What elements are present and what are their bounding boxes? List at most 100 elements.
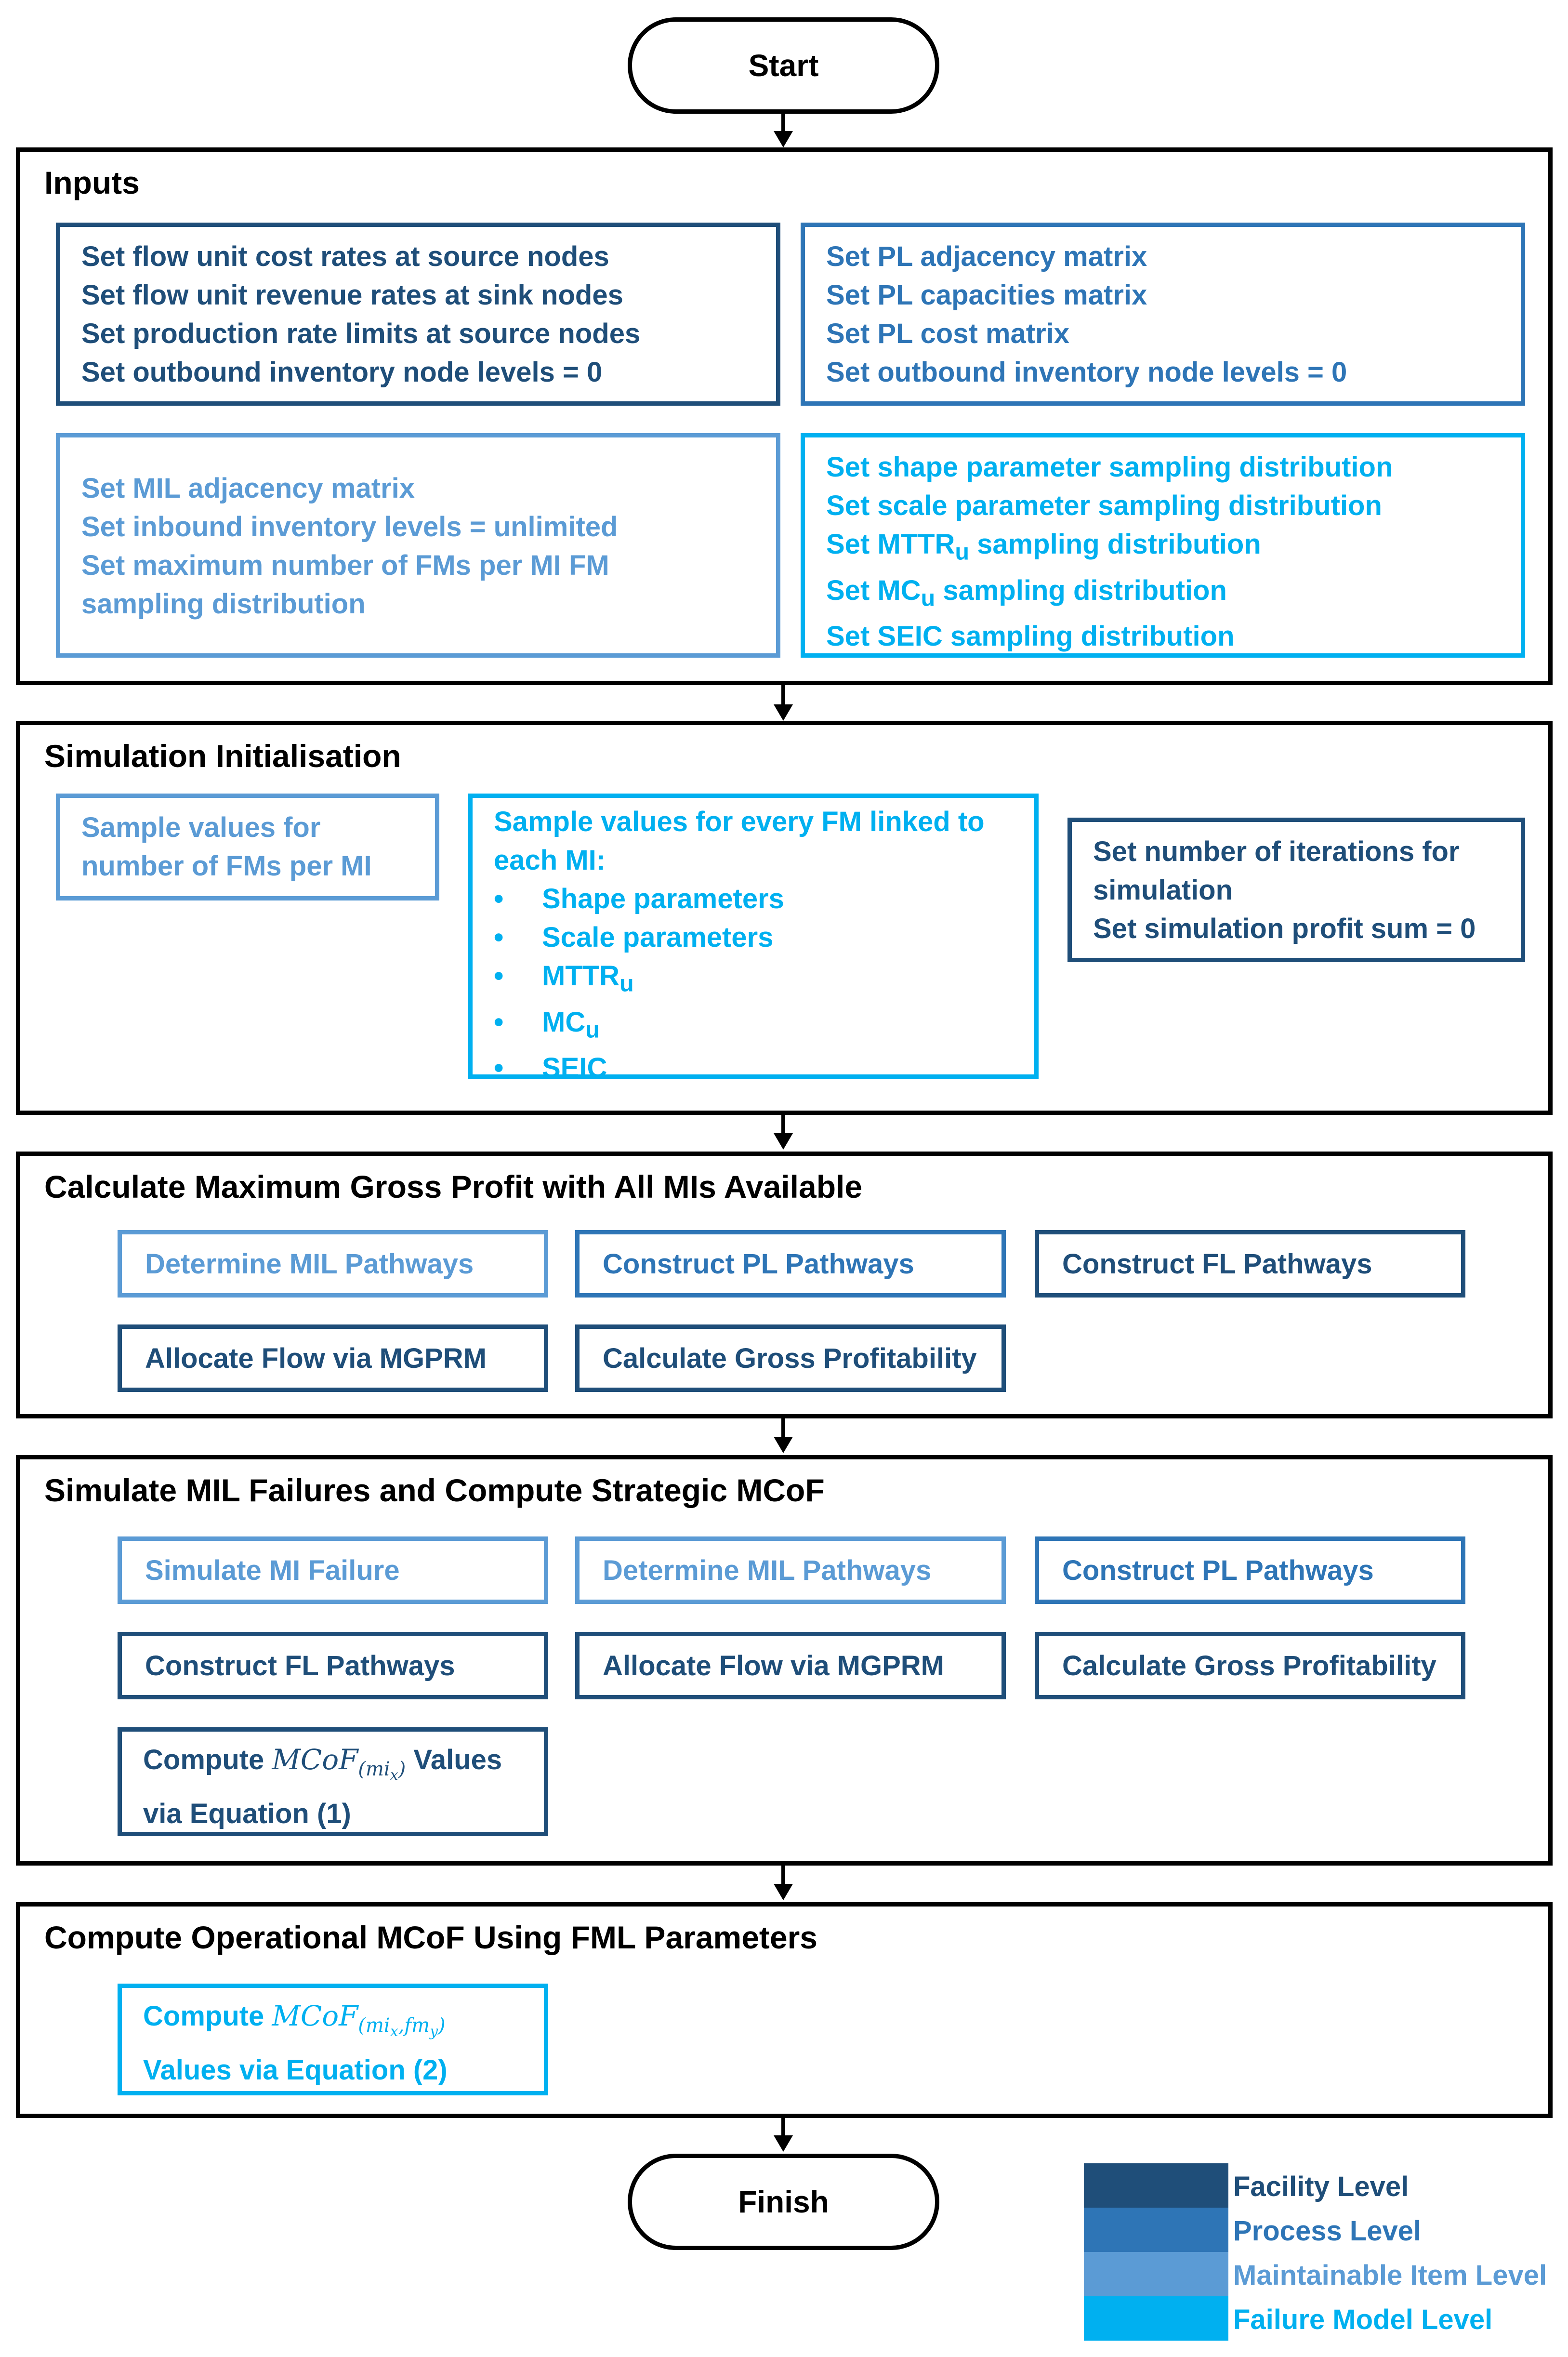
bullet-item: Scale parameters [494, 918, 1013, 957]
step-label: Construct FL Pathways [1062, 1248, 1372, 1280]
input-line: Set inbound inventory levels = unlimited [81, 511, 618, 543]
step-label: Calculate Gross Profitability [1062, 1650, 1436, 1682]
simulate-mi-failure: Simulate MI Failure [118, 1536, 548, 1604]
input-line: Set outbound inventory node levels = 0 [826, 357, 1347, 388]
subscript-u: u [955, 539, 969, 565]
compute-operational-mcof: Compute MCoF(mix,fmy) Values via Equatio… [118, 1984, 548, 2095]
simulate-section: Simulate MIL Failures and Compute Strate… [16, 1455, 1553, 1866]
step-label: Construct PL Pathways [1062, 1554, 1374, 1586]
init-line: number of FMs per MI [81, 850, 372, 882]
legend-label-failure-model: Failure Model Level [1233, 2304, 1493, 2335]
inputs-process-box: Set PL adjacency matrix Set PL capacitie… [801, 223, 1525, 406]
arrow-head-5 [774, 1884, 793, 1900]
arrow-start-inputs [781, 114, 785, 132]
bullet-text: MC [542, 1006, 586, 1038]
init-fm-bullets: Shape parameters Scale parameters MTTRu … [494, 880, 1013, 1087]
mcof-sub: (mi [358, 1758, 390, 1780]
calculate-gross-profitability: Calculate Gross Profitability [1035, 1632, 1465, 1699]
input-line: Set production rate limits at source nod… [81, 318, 641, 349]
arrow-maxprofit-simulate [781, 1418, 785, 1438]
input-line: Set PL adjacency matrix [826, 241, 1147, 272]
init-line: simulation [1093, 874, 1233, 906]
input-line: Set PL capacities matrix [826, 279, 1147, 311]
mcof-symbol: MCoF(mix) [272, 1743, 406, 1784]
compute-line-1: Compute MCoF(mix) Values [143, 1740, 523, 1795]
start-terminal: Start [628, 17, 939, 114]
mttr-label: Set MTTR [826, 529, 955, 560]
input-line: Set outbound inventory node levels = 0 [81, 357, 603, 388]
compute-line-1: Compute MCoF(mix,fmy) [143, 1997, 523, 2051]
compute-strategic-mcof: Compute MCoF(mix) Values via Equation (1… [118, 1727, 548, 1836]
init-line: Sample values for [81, 812, 321, 843]
construct-fl-pathways: Construct FL Pathways [118, 1632, 548, 1699]
step-label: Determine MIL Pathways [145, 1248, 474, 1280]
compute-line-2: Values via Equation (2) [143, 2054, 448, 2086]
determine-mil-pathways: Determine MIL Pathways [118, 1230, 548, 1298]
compute-line-2: via Equation (1) [143, 1798, 351, 1829]
finish-label: Finish [738, 2185, 829, 2219]
init-line: Set simulation profit sum = 0 [1093, 913, 1476, 944]
arrow-operational-finish [781, 2118, 785, 2136]
legend-swatch-failure-model [1084, 2296, 1228, 2341]
inputs-fm-box: Set shape parameter sampling distributio… [801, 433, 1525, 658]
step-label: Allocate Flow via MGPRM [603, 1650, 944, 1682]
step-label: Construct PL Pathways [603, 1248, 914, 1280]
input-line: sampling distribution [81, 588, 366, 620]
arrow-head-6 [774, 2135, 793, 2152]
input-line: Set MCu sampling distribution [826, 571, 1500, 618]
allocate-flow-mgprm: Allocate Flow via MGPRM [118, 1324, 548, 1392]
compute-suffix: Values [413, 1744, 502, 1775]
construct-pl-pathways: Construct PL Pathways [1035, 1536, 1465, 1604]
init-facility-box: Set number of iterations for simulation … [1067, 818, 1525, 962]
inputs-section: Inputs Set flow unit cost rates at sourc… [16, 147, 1553, 685]
step-label: Construct FL Pathways [145, 1650, 455, 1682]
legend-swatch-maintainable-item [1084, 2252, 1228, 2296]
mcof-sub-close: ) [398, 1758, 406, 1780]
step-label: Simulate MI Failure [145, 1554, 400, 1586]
arrow-inputs-init [781, 685, 785, 705]
init-fm-box: Sample values for every FM linked to eac… [468, 794, 1039, 1087]
operational-section: Compute Operational MCoF Using FML Param… [16, 1902, 1553, 2118]
mcof-symbol: MCoF(mix,fmy) [272, 1999, 445, 2040]
input-line: Set MIL adjacency matrix [81, 473, 415, 504]
mcof-sub-close: ) [438, 2014, 446, 2037]
calculate-gross-profitability: Calculate Gross Profitability [575, 1324, 1006, 1392]
input-line: Set flow unit cost rates at source nodes [81, 241, 609, 272]
construct-fl-pathways: Construct FL Pathways [1035, 1230, 1465, 1298]
legend-swatch-process [1084, 2208, 1228, 2252]
initialisation-title: Simulation Initialisation [44, 738, 401, 774]
start-label: Start [748, 48, 819, 83]
input-line: Set PL cost matrix [826, 318, 1070, 349]
bullet-item: SEIC [494, 1049, 1013, 1087]
max-profit-title: Calculate Maximum Gross Profit with All … [44, 1169, 863, 1205]
subscript-u: u [619, 970, 634, 997]
operational-title: Compute Operational MCoF Using FML Param… [44, 1920, 818, 1955]
arrow-head-3 [774, 1133, 793, 1150]
init-mi-box: Sample values for number of FMs per MI [56, 794, 439, 900]
step-label: Calculate Gross Profitability [603, 1342, 977, 1374]
input-line-suffix: sampling distribution [977, 529, 1261, 560]
input-line: Set SEIC sampling distribution [826, 621, 1235, 652]
simulate-title: Simulate MIL Failures and Compute Strate… [44, 1472, 825, 1508]
init-line: Set number of iterations for [1093, 836, 1460, 867]
input-line-suffix: sampling distribution [943, 574, 1227, 606]
init-line: each MI: [494, 845, 606, 876]
input-line: Set maximum number of FMs per MI FM [81, 550, 609, 581]
mcof-sub-x: x [390, 2023, 398, 2040]
bullet-text: MTTR [542, 960, 620, 992]
init-line: Sample values for every FM linked to [494, 806, 985, 837]
input-line: Set shape parameter sampling distributio… [826, 451, 1393, 483]
determine-mil-pathways: Determine MIL Pathways [575, 1536, 1006, 1604]
inputs-facility-box: Set flow unit cost rates at source nodes… [56, 223, 780, 406]
mcof-sub: (mi [358, 2014, 390, 2037]
bullet-item: MTTRu [494, 957, 1013, 1003]
arrow-init-maxprofit [781, 1115, 785, 1134]
initialisation-section: Simulation Initialisation Sample values … [16, 721, 1553, 1115]
input-line: Set MTTRu sampling distribution [826, 525, 1500, 571]
mcof-sub-x: x [390, 1766, 398, 1784]
step-label: Determine MIL Pathways [603, 1554, 932, 1586]
subscript-u: u [921, 585, 936, 611]
arrow-head-1 [774, 131, 793, 147]
inputs-mi-box: Set MIL adjacency matrix Set inbound inv… [56, 433, 780, 658]
mc-label: Set MC [826, 574, 921, 606]
